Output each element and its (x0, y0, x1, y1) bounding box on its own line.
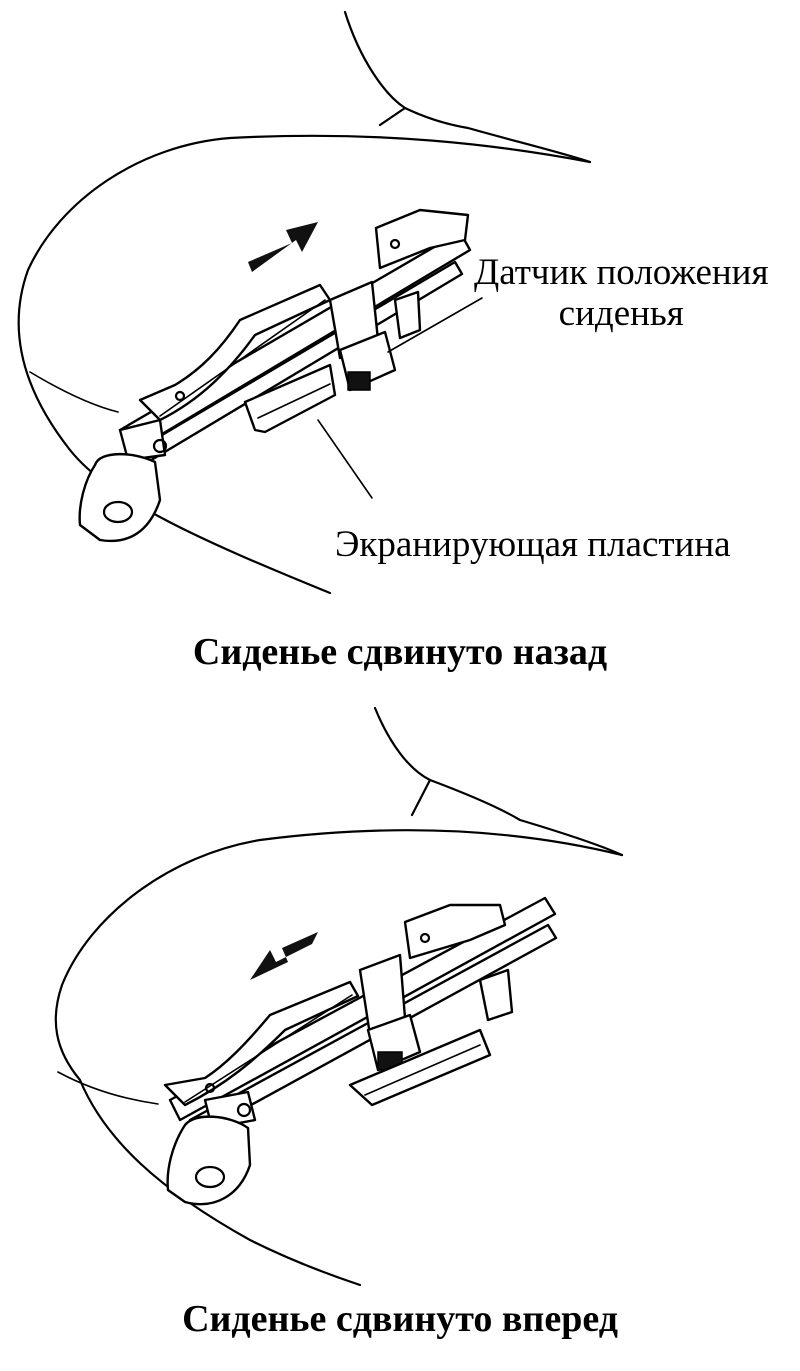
cushion-seam (29, 371, 119, 413)
sensor-label-line1: Датчик положения (474, 252, 769, 293)
diagram-seat-forward: Сиденье сдвинуто вперед (0, 700, 800, 1371)
rail-end-motor (166, 1115, 252, 1206)
shield-label: Экранирующая пластина (335, 524, 731, 565)
seat-back-outline (373, 706, 432, 817)
seat-forward-drawing (54, 706, 624, 1287)
rail-end-motor (78, 452, 162, 543)
arrow-left-icon (250, 932, 318, 980)
sensor-label: Датчик положения сиденья (474, 252, 768, 335)
arrow-right-icon (248, 222, 318, 272)
cushion-seam (57, 1071, 159, 1105)
sensor-leader-line (387, 297, 483, 353)
shield-leader-line (317, 419, 373, 499)
seat-back-edge (403, 106, 592, 164)
diagram-seat-back: Датчик положения сиденья Экранирующая пл… (17, 10, 768, 673)
seat-cushion-outline (54, 829, 624, 1287)
seat-rail (78, 208, 472, 543)
caption-seat-forward: Сиденье сдвинуто вперед (182, 1298, 618, 1340)
seat-back-edge (428, 778, 624, 857)
seat-back-outline (343, 10, 407, 127)
seat-rail (163, 896, 558, 1206)
sensor-label-line2: сиденья (558, 293, 684, 335)
shield-plate (243, 363, 337, 434)
seat-back-drawing (17, 10, 592, 595)
caption-seat-back: Сиденье сдвинуто назад (192, 631, 608, 673)
